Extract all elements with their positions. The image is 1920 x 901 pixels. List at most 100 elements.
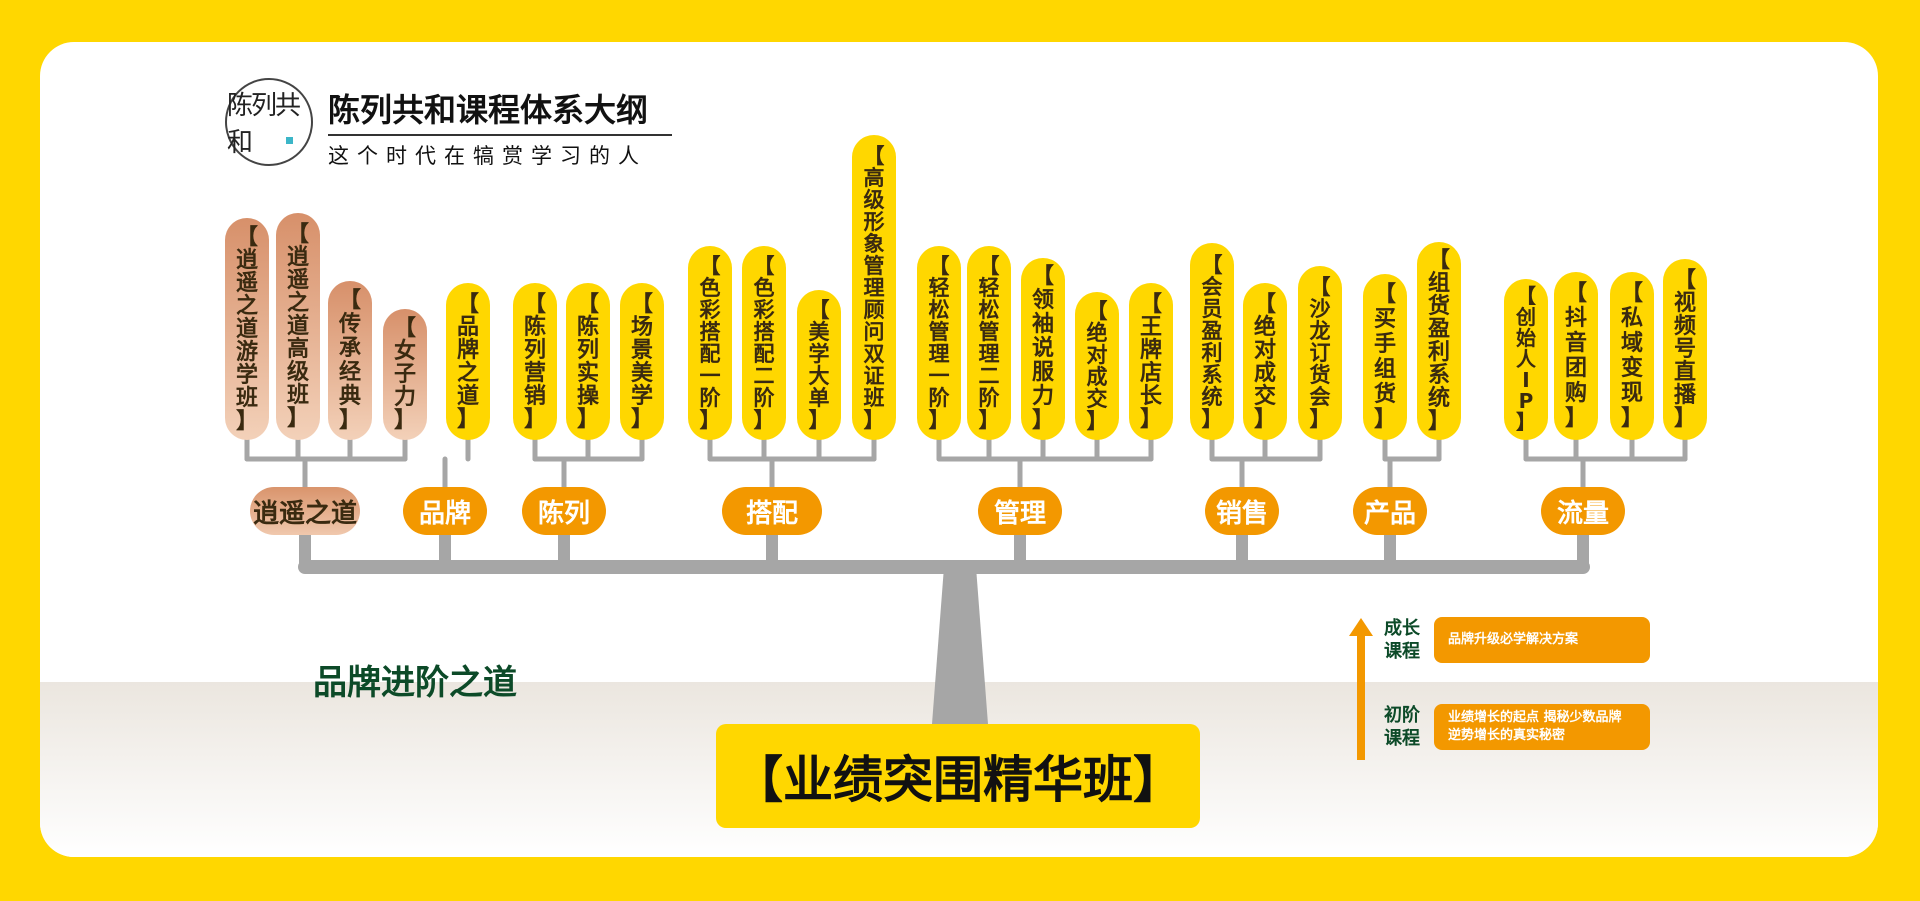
course-char: 私: [1620, 306, 1643, 331]
course-char: 】: [1253, 406, 1276, 432]
course-pill: 【轻松管理二阶】: [967, 246, 1011, 440]
course-char: 陈: [523, 314, 546, 340]
course-char: 【: [1139, 291, 1162, 317]
course-pill: 【私域变现】: [1610, 272, 1654, 440]
course-char: 道: [235, 316, 258, 342]
course-char: 【: [523, 291, 546, 317]
category-label: 品牌: [403, 487, 487, 535]
course-char: 员: [1201, 296, 1223, 321]
course-char: 力: [393, 385, 416, 410]
course-char: 轻: [978, 276, 1000, 300]
course-char: 】: [235, 408, 258, 434]
main-course-box: 【业绩突围精华班】: [716, 724, 1200, 828]
course-char: 】: [576, 406, 599, 432]
course-char: 【: [1031, 264, 1054, 289]
course-char: 色: [699, 276, 721, 300]
course-char: 】: [1139, 406, 1162, 432]
growth-course-description: 品牌升级必学解决方案: [1434, 617, 1650, 663]
course-char: 彩: [699, 298, 721, 322]
course-char: 配: [753, 342, 775, 366]
course-char: 道: [456, 383, 479, 409]
category-label: 销售: [1205, 487, 1279, 535]
course-pill: 【沙龙订货会】: [1298, 266, 1342, 440]
course-char: 级: [863, 187, 885, 212]
category-label: 管理: [978, 487, 1062, 535]
course-char: 【: [338, 287, 361, 313]
course-char: 】: [978, 408, 1000, 432]
course-char: 销: [523, 383, 546, 409]
course-char: 利: [1427, 340, 1450, 365]
course-char: 成: [1086, 365, 1108, 389]
course-char: 大: [808, 364, 830, 388]
category-label: 逍遥之道: [250, 487, 360, 535]
course-char: 搭: [699, 320, 721, 344]
course-char: 【: [1564, 281, 1587, 306]
category-label: 产品: [1353, 487, 1427, 535]
course-char: 管: [928, 320, 950, 344]
course-char: 营: [523, 360, 546, 386]
course-char: 学: [235, 362, 258, 388]
course-char: 证: [863, 363, 885, 388]
course-char: 创: [1516, 305, 1536, 329]
course-char: 】: [1086, 409, 1108, 433]
course-char: 二: [753, 364, 775, 388]
course-char: 【: [235, 224, 258, 250]
course-char: 逍: [286, 245, 309, 270]
entry-course-label: 初阶课程: [1384, 705, 1420, 749]
course-char: 绝: [1253, 314, 1276, 340]
course-char: 】: [1309, 407, 1331, 431]
course-char: 货: [1427, 294, 1450, 319]
course-char: 班: [235, 385, 258, 411]
course-char: 【: [1253, 291, 1276, 317]
entry-course-description: 业绩增长的起点 揭秘少数品牌 逆势增长的真实秘密: [1434, 704, 1650, 750]
course-char: 】: [1620, 406, 1643, 431]
course-char: 盈: [1427, 317, 1450, 342]
course-char: 一: [928, 364, 950, 388]
course-char: 列: [576, 337, 599, 363]
course-char: 说: [1031, 336, 1054, 361]
course-char: 牌: [1139, 337, 1162, 363]
course-char: 对: [1086, 343, 1108, 367]
course-char: 级: [286, 360, 309, 385]
course-char: 】: [1516, 410, 1536, 434]
course-pill: 【绝对成交】: [1243, 283, 1287, 440]
logo-dot-icon: [286, 137, 293, 144]
course-char: 利: [1201, 340, 1223, 365]
course-pill: 【王牌店长】: [1129, 283, 1173, 440]
course-char: 组: [1427, 271, 1450, 296]
course-char: 之: [235, 293, 258, 319]
course-char: 【: [393, 316, 416, 341]
course-char: 色: [753, 276, 775, 300]
course-pill: 【组货盈利系统】: [1417, 242, 1461, 440]
course-char: 王: [1139, 314, 1162, 340]
course-char: 单: [808, 386, 830, 410]
course-pill: 【视频号直播】: [1663, 259, 1707, 440]
course-char: 实: [576, 360, 599, 386]
course-char: 二: [978, 364, 1000, 388]
course-char: 统: [1201, 384, 1223, 409]
course-pill: 【传承经典】: [328, 281, 372, 440]
course-char: 】: [393, 408, 416, 433]
course-char: 】: [699, 408, 721, 432]
course-char: 订: [1309, 341, 1331, 365]
course-pill: 【买手组货】: [1363, 274, 1407, 440]
category-label: 陈列: [522, 487, 606, 535]
course-char: 道: [286, 314, 309, 339]
course-char: 女: [393, 339, 416, 364]
course-pill: 【女子力】: [383, 309, 427, 440]
course-char: 问: [863, 319, 885, 344]
course-char: 【: [286, 222, 309, 247]
course-char: 】: [1564, 406, 1587, 431]
course-char: 典: [338, 383, 361, 409]
course-char: 】: [1673, 406, 1696, 431]
course-char: 购: [1564, 381, 1587, 406]
course-char: 学: [630, 383, 653, 409]
course-char: 配: [699, 342, 721, 366]
course-char: 【: [456, 291, 479, 317]
course-char: 高: [863, 165, 885, 190]
course-char: 绝: [1086, 321, 1108, 345]
course-pill: 【色彩搭配一阶】: [688, 246, 732, 440]
course-char: 【: [863, 143, 885, 168]
course-char: 】: [1031, 408, 1054, 433]
